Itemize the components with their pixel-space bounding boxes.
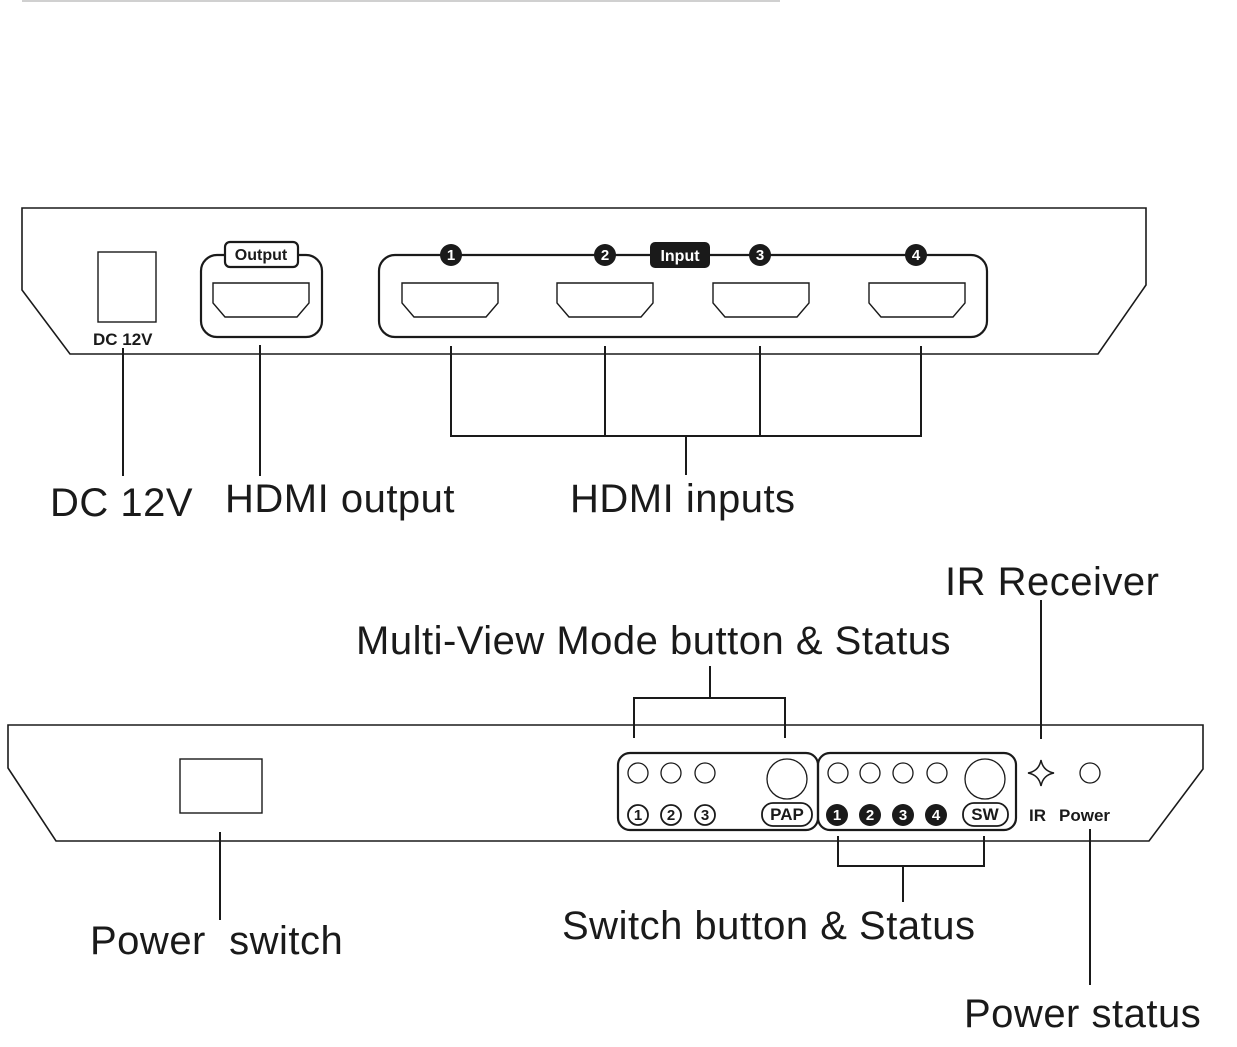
output-tag: Output [235,247,288,264]
input-number-badge [749,244,771,266]
input-tag-box [650,242,710,268]
sw-button [964,758,1006,800]
input-number: 3 [756,247,764,264]
multiview-bracket [633,666,786,738]
ir-label: IR [1029,806,1046,825]
switch-number-badge [859,804,881,826]
multiview-callout: Multi-View Mode button & Status [356,619,951,663]
switch-number-badge [925,804,947,826]
input-number: 2 [601,247,609,264]
pap-button [766,758,808,800]
dc-callout: DC 12V [50,481,193,525]
pap-number: 3 [701,807,709,824]
pap-led-2 [660,762,682,784]
front-panel: IR Receiver Multi-View Mode button & Sta… [7,560,1204,1036]
input-port-2: 2 [556,244,654,318]
hdmi-input-port [401,282,499,318]
input-number-badge [594,244,616,266]
hdmi-input-port [712,282,810,318]
switch-led-1 [827,762,849,784]
input-number: 4 [912,247,921,264]
switch-led-3 [892,762,914,784]
switch-number: 2 [866,807,874,824]
power-led [1079,762,1101,784]
rear-panel-body [21,207,1147,355]
switch-number-badge [892,804,914,826]
hdmi-input-port [868,282,966,318]
pap-number: 1 [634,807,642,824]
power-switch-callout: Power switch [90,919,343,963]
pap-button-label: PAP [770,805,804,824]
pap-number-badge [660,804,682,826]
dc-port-label: DC 12V [93,330,153,349]
front-panel-body [7,724,1204,842]
input-port-1: 1 [401,244,499,318]
switch-number: 4 [932,807,941,824]
switch-number: 3 [899,807,907,824]
sw-button-label: SW [971,805,999,824]
dc-port [97,251,157,323]
hdmi-inputs-callout: HDMI inputs [570,477,796,521]
output-tag-box [223,240,300,269]
switch-number-badge [826,804,848,826]
switch-led-2 [859,762,881,784]
hdmi-input-port [556,282,654,318]
sw-label-box [962,802,1009,827]
switch-bracket [837,836,985,902]
input-port-3: 3 [712,244,810,318]
hdmi-inputs-bracket [450,346,922,475]
pap-number-badge [694,804,716,826]
pap-led-3 [694,762,716,784]
input-number: 1 [447,247,455,264]
hdmi-output-port [212,282,310,318]
pap-number-badge [627,804,649,826]
pap-label-box [761,802,813,827]
input-number-badge [440,244,462,266]
hdmi-output-callout: HDMI output [225,477,455,521]
ir-receiver-icon [1027,759,1055,787]
input-tag: Input [660,248,700,265]
input-port-4: 4 [868,244,966,318]
switch-led-4 [926,762,948,784]
pap-led-1 [627,762,649,784]
power-switch [179,758,263,814]
ir-receiver-callout: IR Receiver [945,560,1159,604]
switch-status-callout: Switch button & Status [562,904,975,948]
power-status-callout: Power status [964,992,1201,1036]
pap-number: 2 [667,807,675,824]
power-label: Power [1059,806,1110,825]
switch-group-frame [816,751,1018,832]
switch-number: 1 [833,807,841,824]
input-number-badge [905,244,927,266]
rear-panel: DC 12V Output Input 1 2 3 4 [21,207,1147,525]
